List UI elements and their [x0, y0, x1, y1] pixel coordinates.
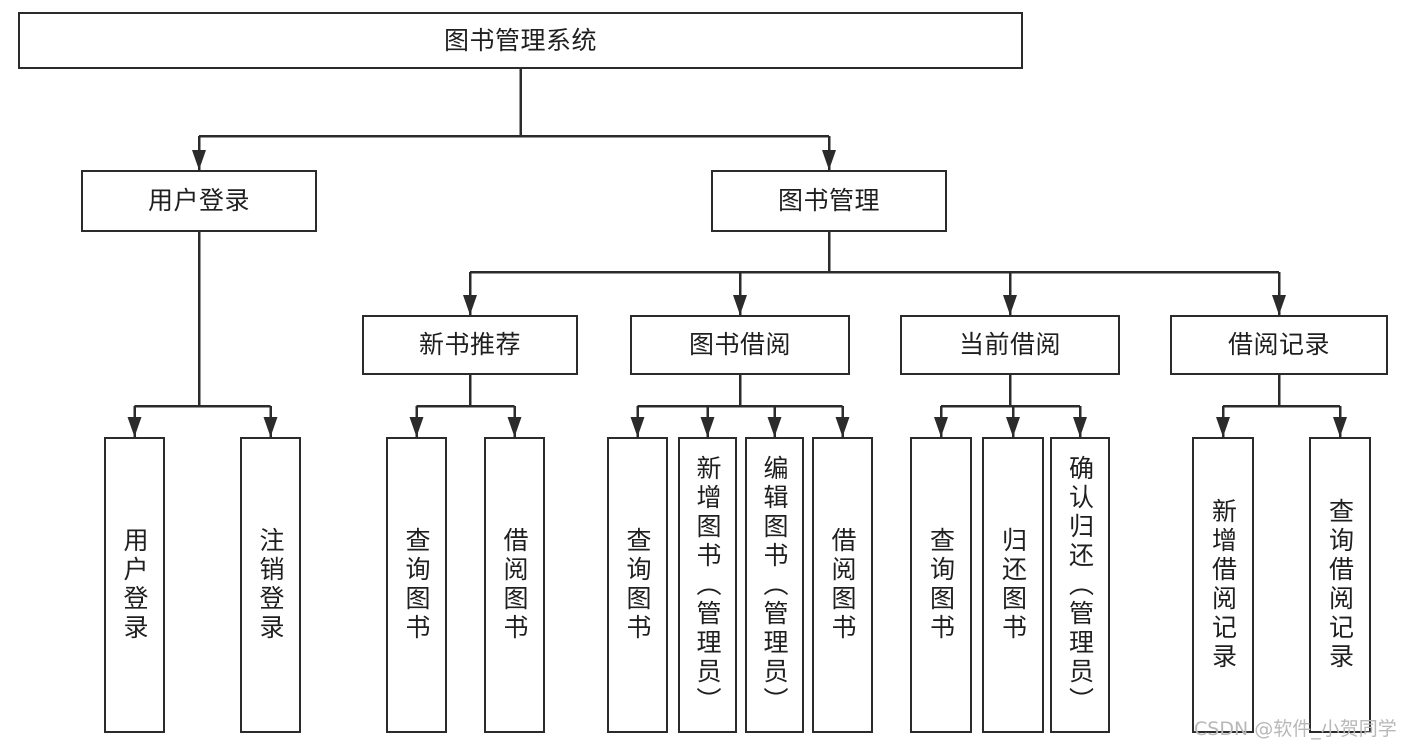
arrowhead-borrow-to-l-bw-borrow: [835, 417, 850, 437]
node-l-cur-return[interactable]: 归还图书: [982, 437, 1044, 733]
node-label-l-cur-return: 归还图书: [998, 527, 1028, 643]
node-label-l-logout: 注销登录: [256, 527, 285, 643]
node-root[interactable]: 图书管理系统: [18, 12, 1023, 69]
node-label-l-bw-query: 查询图书: [623, 527, 652, 643]
node-label-login: 用户登录: [147, 186, 250, 216]
arrowhead-bookmgmt-to-current: [1003, 295, 1017, 315]
node-label-l-cur-query: 查询图书: [926, 527, 956, 643]
node-label-bookmgmt: 图书管理: [777, 186, 880, 216]
node-l-bw-borrow[interactable]: 借阅图书: [812, 437, 873, 733]
arrowhead-records-to-l-rec-query: [1333, 417, 1347, 437]
arrowhead-newbook-to-l-nb-query: [409, 417, 424, 437]
node-label-records: 借阅记录: [1227, 330, 1330, 360]
arrowhead-current-to-l-cur-return: [1006, 417, 1020, 437]
arrowhead-records-to-l-rec-add: [1216, 417, 1230, 437]
node-l-login[interactable]: 用户登录: [104, 437, 165, 733]
node-label-l-login: 用户登录: [120, 527, 149, 643]
node-l-nb-query[interactable]: 查询图书: [386, 437, 447, 733]
arrowhead-newbook-to-l-nb-borrow: [507, 417, 522, 437]
arrowhead-root-to-bookmgmt: [822, 150, 836, 170]
arrowhead-root-to-login: [192, 150, 206, 170]
node-newbook[interactable]: 新书推荐: [362, 315, 578, 375]
arrowhead-login-to-l-logout: [263, 417, 278, 437]
watermark-text: CSDN @软件_小贺同学: [1194, 718, 1397, 740]
node-l-rec-query[interactable]: 查询借阅记录: [1309, 437, 1371, 733]
node-label-borrow: 图书借阅: [688, 330, 791, 360]
arrowhead-login-to-l-login: [127, 417, 142, 437]
arrowhead-bookmgmt-to-records: [1272, 295, 1286, 315]
node-label-l-bw-borrow: 借阅图书: [828, 527, 857, 643]
node-l-cur-query[interactable]: 查询图书: [910, 437, 972, 733]
node-borrow[interactable]: 图书借阅: [630, 315, 850, 375]
arrowhead-bookmgmt-to-newbook: [463, 295, 477, 315]
node-label-current: 当前借阅: [958, 330, 1061, 360]
node-l-nb-borrow[interactable]: 借阅图书: [484, 437, 545, 733]
node-label-l-cur-confirm: 确认归还（管理员）: [1065, 454, 1095, 716]
arrowhead-borrow-to-l-bw-add: [700, 417, 715, 437]
node-l-rec-add[interactable]: 新增借阅记录: [1192, 437, 1254, 733]
node-l-bw-edit[interactable]: 编辑图书（管理员）: [745, 437, 804, 733]
arrowhead-current-to-l-cur-confirm: [1073, 417, 1087, 437]
node-bookmgmt[interactable]: 图书管理: [711, 170, 947, 232]
node-label-l-nb-query: 查询图书: [402, 527, 431, 643]
node-label-l-rec-add: 新增借阅记录: [1208, 498, 1238, 672]
node-current[interactable]: 当前借阅: [900, 315, 1120, 375]
node-label-root: 图书管理系统: [443, 25, 597, 55]
node-label-l-bw-edit: 编辑图书（管理员）: [760, 454, 789, 716]
node-l-bw-query[interactable]: 查询图书: [607, 437, 668, 733]
arrowhead-current-to-l-cur-query: [934, 417, 948, 437]
node-l-cur-confirm[interactable]: 确认归还（管理员）: [1050, 437, 1110, 733]
node-label-l-bw-add: 新增图书（管理员）: [693, 454, 722, 716]
arrowhead-bookmgmt-to-borrow: [733, 295, 747, 315]
node-label-l-nb-borrow: 借阅图书: [500, 527, 529, 643]
node-l-bw-add[interactable]: 新增图书（管理员）: [678, 437, 737, 733]
node-records[interactable]: 借阅记录: [1170, 315, 1388, 375]
arrowhead-borrow-to-l-bw-query: [630, 417, 645, 437]
node-label-newbook: 新书推荐: [418, 330, 521, 360]
node-label-l-rec-query: 查询借阅记录: [1325, 498, 1355, 672]
node-l-logout[interactable]: 注销登录: [240, 437, 301, 733]
node-login[interactable]: 用户登录: [81, 170, 317, 232]
arrowhead-borrow-to-l-bw-edit: [767, 417, 782, 437]
